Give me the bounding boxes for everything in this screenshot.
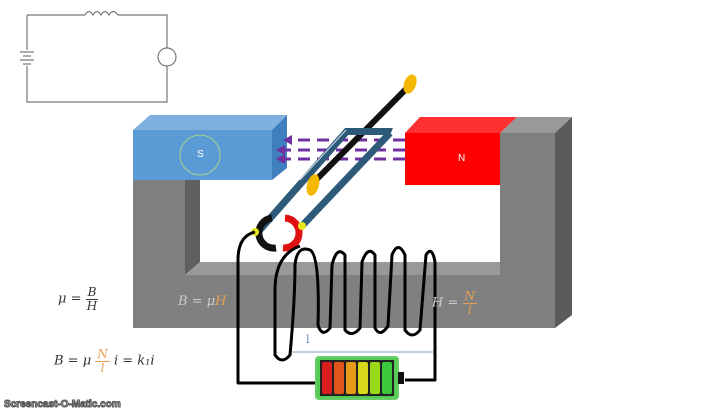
battery-segment	[346, 362, 356, 394]
battery-icon	[315, 356, 404, 400]
coil-length-label: l	[306, 333, 310, 346]
commutator-black	[255, 214, 277, 252]
circuit-schematic	[20, 10, 177, 103]
source-icon	[157, 47, 177, 67]
battery-symbol-icon	[20, 51, 34, 65]
watermark: Screencast-O-Matic.com	[4, 399, 122, 411]
armature	[251, 74, 417, 252]
south-label: S	[197, 149, 204, 160]
battery-segment	[382, 362, 392, 394]
battery-segment	[322, 362, 332, 394]
commutator-red	[282, 214, 303, 252]
north-magnet	[405, 117, 517, 185]
iron-core	[133, 117, 572, 328]
north-label: N	[458, 153, 466, 164]
inductor-icon	[84, 10, 119, 17]
battery-segment	[370, 362, 380, 394]
coil-wire	[236, 230, 437, 385]
battery-segment	[334, 362, 344, 394]
equation-b-core: B = μH	[178, 294, 227, 309]
battery-segment	[358, 362, 368, 394]
south-magnet	[133, 115, 287, 180]
